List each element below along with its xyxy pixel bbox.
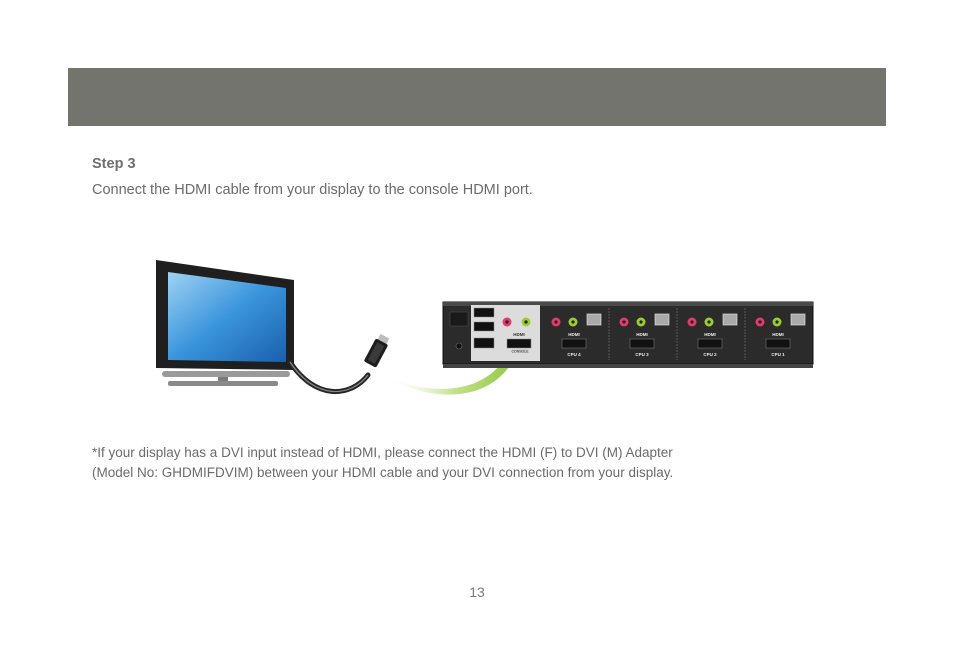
step-instruction: Connect the HDMI cable from your display…	[92, 182, 533, 198]
page-number: 13	[469, 584, 485, 600]
cpu3-hdmi-label: HDMI	[636, 332, 648, 337]
dvi-note-line-1: *If your display has a DVI input instead…	[92, 445, 673, 460]
cpu-port-group-1: HDMI CPU 1	[755, 313, 806, 357]
header-bar	[68, 68, 886, 126]
cpu2-hdmi-label: HDMI	[704, 332, 716, 337]
dvi-note: *If your display has a DVI input instead…	[92, 443, 892, 483]
cpu-port-group-2: HDMI CPU 2	[687, 308, 746, 360]
cpu1-label: CPU 1	[771, 352, 785, 357]
connection-illustration: HDMI CONSOLE HDMI CPU 4 HDMI CPU 3	[156, 260, 814, 395]
arrow-icon	[388, 332, 522, 395]
hdmi-plug	[364, 333, 390, 368]
cpu-port-group-4: HDMI CPU 4	[551, 308, 610, 360]
cpu4-hdmi-label: HDMI	[568, 332, 580, 337]
cpu3-label: CPU 3	[635, 352, 649, 357]
cpu1-hdmi-label: HDMI	[772, 332, 784, 337]
console-hdmi-label: HDMI	[513, 332, 525, 337]
dvi-note-line-2: (Model No: GHDMIFDVIM) between your HDMI…	[92, 465, 674, 480]
cpu4-label: CPU 4	[567, 352, 581, 357]
cpu2-label: CPU 2	[703, 352, 717, 357]
cpu-port-group-3: HDMI CPU 3	[619, 308, 678, 360]
step-heading: Step 3	[92, 156, 136, 172]
console-label: CONSOLE	[511, 350, 529, 354]
kvm-switch-rear-panel: HDMI CONSOLE HDMI CPU 4 HDMI CPU 3	[442, 301, 814, 368]
monitor-illustration	[156, 260, 294, 386]
